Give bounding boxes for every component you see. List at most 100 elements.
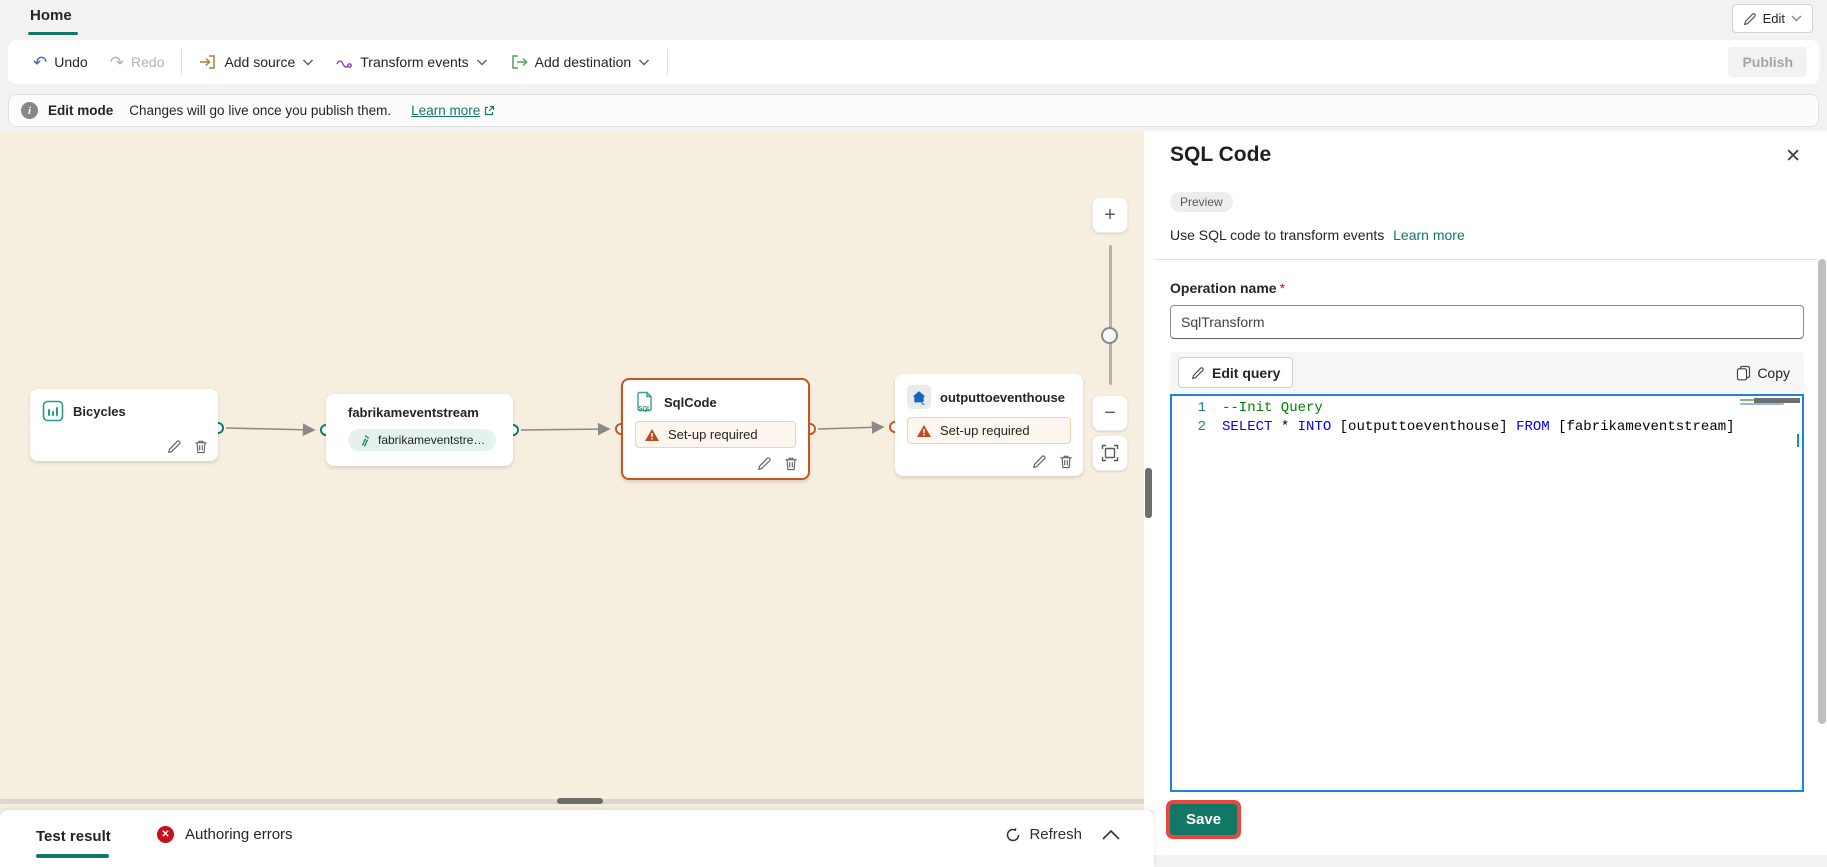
publish-button[interactable]: Publish — [1728, 47, 1807, 77]
test-result-active-underline — [36, 854, 109, 858]
edit-query-button[interactable]: Edit query — [1178, 357, 1294, 388]
setup-required-badge: Set-up required — [907, 417, 1071, 444]
editor-minimap[interactable] — [1740, 399, 1788, 788]
close-icon[interactable]: ✕ — [1785, 146, 1801, 167]
operation-name-text: Operation name — [1170, 280, 1277, 296]
collapse-panel-button[interactable] — [1102, 830, 1120, 840]
zoom-in-button[interactable]: + — [1092, 197, 1128, 233]
zoom-slider-track[interactable] — [1109, 245, 1112, 385]
refresh-label: Refresh — [1029, 826, 1082, 843]
canvas-hscrollbar-thumb[interactable] — [557, 798, 603, 804]
publish-label: Publish — [1742, 54, 1793, 70]
refresh-button[interactable]: Refresh — [1005, 826, 1082, 843]
connection-line[interactable] — [520, 422, 611, 436]
node-bicycles[interactable]: Bicycles — [30, 389, 218, 461]
banner-title: Edit mode — [48, 103, 114, 118]
redo-label: Redo — [130, 54, 165, 70]
ribbon-divider — [667, 49, 669, 75]
required-marker: * — [1279, 280, 1286, 296]
canvas-vscrollbar-thumb[interactable] — [1145, 468, 1152, 518]
edit-node-icon[interactable] — [1032, 454, 1047, 469]
bottom-bar: Test result ✕ Authoring errors Refresh — [0, 810, 1154, 867]
ribbon: ↶ Undo ↷ Redo Add source Transform event… — [0, 36, 1827, 90]
edit-node-icon[interactable] — [167, 439, 182, 454]
chevron-down-icon — [476, 59, 488, 66]
chevron-down-icon — [1791, 15, 1802, 22]
editor-cursor-mark — [1797, 434, 1799, 447]
undo-icon: ↶ — [33, 52, 48, 72]
save-button-highlight: Save — [1170, 804, 1238, 835]
refresh-icon — [1007, 827, 1020, 841]
node-title: fabrikameventstream — [348, 405, 479, 420]
transform-events-button[interactable]: Transform events — [325, 40, 498, 84]
setup-required-badge: Set-up required — [635, 421, 796, 448]
warning-icon — [917, 424, 931, 437]
eventstream-canvas[interactable]: Bicycles fabrikameventstream fabrikameve… — [0, 131, 1144, 810]
zoom-out-button[interactable]: − — [1092, 395, 1128, 431]
canvas-vscrollbar-track[interactable] — [1144, 131, 1154, 810]
connection-line[interactable] — [817, 420, 885, 434]
delete-node-icon[interactable] — [784, 456, 798, 471]
minimap-mark — [1740, 403, 1784, 405]
sql-code-editor[interactable]: 1 --Init Query 2 SELECT * INTO [outputto… — [1170, 394, 1804, 792]
panel-bottom-strip — [1154, 855, 1827, 867]
tab-authoring-errors[interactable]: ✕ Authoring errors — [157, 826, 293, 843]
node-title: outputtoeventhouse — [940, 389, 1065, 405]
edit-query-label: Edit query — [1212, 364, 1281, 381]
add-destination-button[interactable]: Add destination — [499, 40, 662, 84]
authoring-errors-label: Authoring errors — [185, 826, 293, 843]
zoom-slider-handle[interactable] — [1101, 327, 1118, 344]
sql-code-panel: SQL Code ✕ Preview Use SQL code to trans… — [1154, 131, 1827, 867]
ribbon-card: ↶ Undo ↷ Redo Add source Transform event… — [8, 40, 1819, 84]
node-eventhouse[interactable]: outputtoeventhouse Set-up required — [895, 374, 1083, 476]
node-eventstream[interactable]: fabrikameventstream fabrikameventstre… — [326, 394, 513, 466]
eventhouse-icon — [907, 385, 931, 409]
external-link-icon — [485, 105, 495, 115]
fit-to-screen-icon — [1101, 444, 1119, 462]
eventstream-icon — [359, 434, 372, 447]
code-area[interactable]: 1 --Init Query 2 SELECT * INTO [outputto… — [1172, 399, 1736, 788]
undo-button[interactable]: ↶ Undo — [22, 40, 99, 84]
operation-name-input[interactable] — [1170, 305, 1804, 339]
connection-line[interactable] — [225, 423, 316, 437]
copy-button[interactable]: Copy — [1736, 365, 1796, 381]
panel-scrollbar-thumb[interactable] — [1818, 259, 1826, 724]
sql-code-icon: SQL — [635, 391, 655, 413]
edit-mode-button[interactable]: Edit — [1731, 4, 1813, 33]
description-text: Use SQL code to transform events — [1170, 227, 1385, 243]
delete-node-icon[interactable] — [194, 439, 208, 454]
pencil-icon — [1743, 12, 1757, 26]
save-button[interactable]: Save — [1170, 804, 1238, 835]
panel-learn-more-link[interactable]: Learn more — [1393, 227, 1465, 243]
add-destination-label: Add destination — [534, 54, 632, 70]
redo-button[interactable]: ↷ Redo — [99, 40, 176, 84]
stream-badge-label: fabrikameventstre… — [378, 433, 486, 447]
chevron-up-icon — [1102, 830, 1120, 840]
node-sqlcode[interactable]: SQL SqlCode Set-up required — [621, 378, 810, 480]
transform-events-icon — [336, 54, 353, 70]
code-line: SELECT * INTO [outputtoeventhouse] FROM … — [1222, 419, 1735, 435]
node-title: Bicycles — [73, 403, 126, 419]
editor-hscrollbar-thumb[interactable] — [1754, 398, 1800, 403]
minimap-mark — [1740, 399, 1754, 401]
setup-required-label: Set-up required — [940, 423, 1030, 438]
delete-node-icon[interactable] — [1059, 454, 1073, 469]
fit-to-screen-button[interactable] — [1092, 435, 1128, 471]
tab-test-result[interactable]: Test result — [36, 828, 111, 845]
pencil-icon — [1191, 366, 1204, 379]
add-source-button[interactable]: Add source — [188, 40, 325, 84]
add-destination-icon — [510, 54, 528, 70]
edit-node-icon[interactable] — [757, 456, 772, 471]
panel-divider — [1154, 259, 1817, 260]
stream-badge[interactable]: fabrikameventstre… — [348, 429, 497, 451]
add-source-icon — [199, 54, 217, 70]
tab-home[interactable]: Home — [30, 7, 72, 24]
plus-icon: + — [1104, 203, 1116, 226]
add-source-label: Add source — [224, 54, 296, 70]
undo-label: Undo — [54, 54, 88, 70]
panel-description: Use SQL code to transform events Learn m… — [1170, 227, 1465, 243]
tab-home-active-underline — [28, 32, 78, 35]
code-comment: --Init Query — [1222, 400, 1323, 416]
operation-name-label: Operation name* — [1170, 280, 1285, 296]
banner-learn-more-link[interactable]: Learn more — [411, 103, 495, 118]
